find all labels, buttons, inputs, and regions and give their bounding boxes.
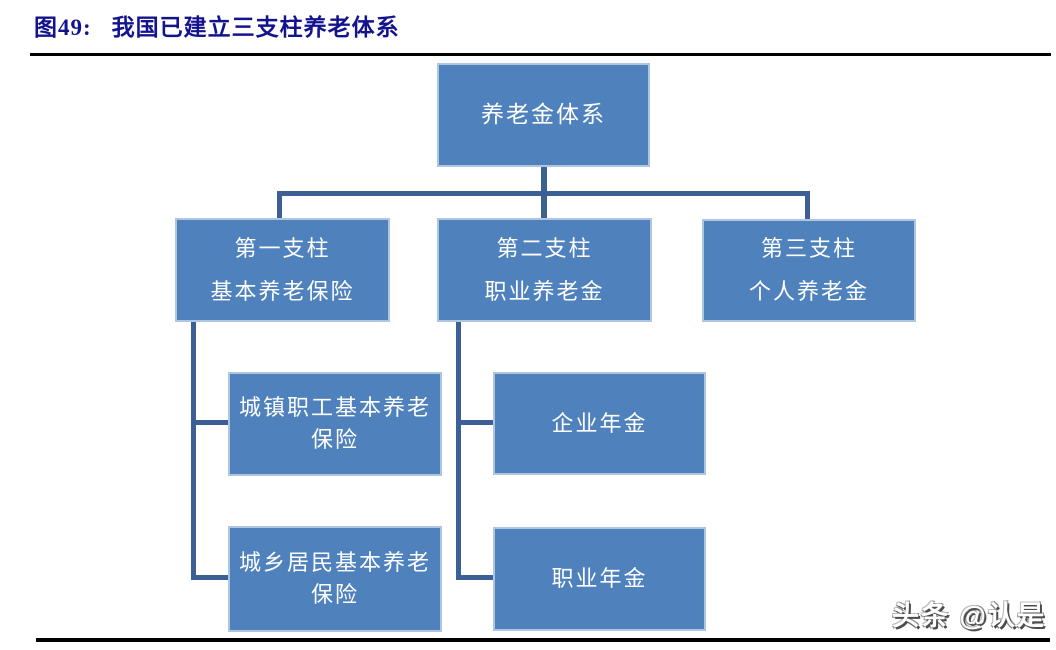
connector-drop-pillar1 [277,191,282,219]
connector-drop-pillar3 [805,191,810,220]
figure-caption: 我国已建立三支柱养老体系 [111,15,400,40]
node-label-line: 个人养老金 [748,279,869,304]
node-label: 养老金体系 [481,102,606,128]
node-label-line: 城乡居民基本养老 [238,550,431,576]
node-label-line: 基本养老保险 [210,278,355,304]
node-label-line: 城镇职工基本养老 [238,395,431,421]
node-enterprise-annuity: 企业年金 [493,372,706,475]
connector-pillar2-elbow-child1 [456,420,493,425]
node-label-line: 企业年金 [551,410,648,436]
figure-number: 图49: [34,15,92,40]
connector-pillar1-trunk [191,322,196,580]
node-occupational-annuity: 职业年金 [493,527,706,631]
node-pillar1: 第一支柱 基本养老保险 [175,218,390,322]
figure-title: 图49: 我国已建立三支柱养老体系 [34,8,400,42]
connector-horizontal-bus [277,191,810,196]
bottom-rule [36,638,1050,642]
connector-pillar1-elbow-child1 [191,420,228,425]
node-label-line: 职业年金 [551,566,648,592]
node-pillar2: 第二支柱 职业养老金 [437,218,652,322]
connector-pillar2-elbow-child2 [456,575,493,580]
node-label-line: 保险 [310,582,359,607]
watermark: 头条 @认是 [892,601,1046,631]
node-label-line: 第二支柱 [496,235,593,261]
node-label-line: 第一支柱 [234,235,331,261]
node-urban-employee-basic-pension: 城镇职工基本养老 保险 [228,372,442,476]
node-label-line: 职业养老金 [484,278,605,304]
node-pillar3: 第三支柱 个人养老金 [702,219,916,322]
connector-pillar2-trunk [456,322,461,580]
node-label-line: 第三支柱 [760,236,857,262]
title-divider-rule [30,53,1051,56]
node-label-line: 保险 [310,427,359,452]
node-urban-rural-resident-basic-pension: 城乡居民基本养老 保险 [228,526,442,632]
connector-pillar1-elbow-child2 [191,575,228,580]
node-pension-system: 养老金体系 [437,63,650,167]
